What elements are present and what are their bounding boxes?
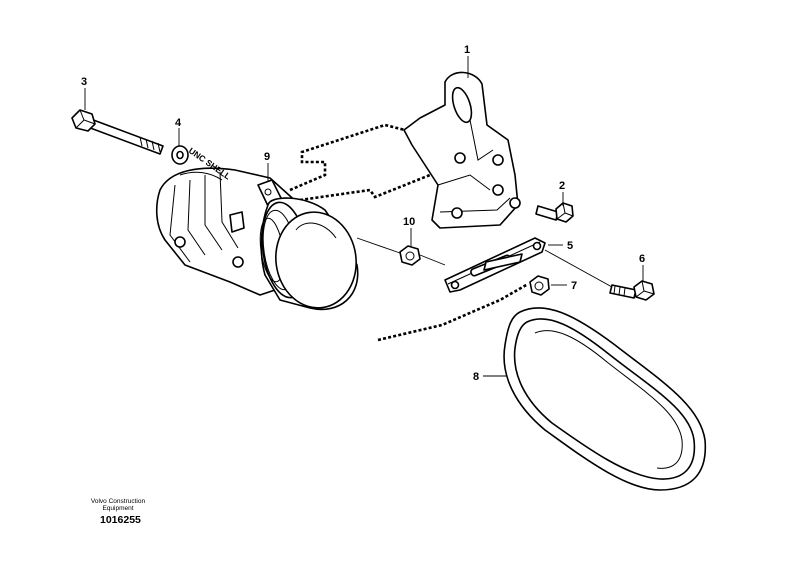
- clutch-pulley: [259, 197, 359, 311]
- callout-10: 10: [403, 216, 415, 228]
- mounting-bracket: [403, 71, 521, 229]
- callout-9: 9: [264, 151, 270, 163]
- bolt-2: [535, 202, 574, 223]
- brand-label: Volvo Construction Equipment: [78, 498, 158, 512]
- callout-6: 6: [639, 253, 645, 265]
- nut-10: [399, 245, 421, 266]
- callout-labels: 1 2 3 4 5 6 7 8 9 10: [81, 44, 645, 383]
- callout-8: 8: [473, 371, 479, 383]
- drive-belt: [503, 307, 707, 491]
- alignment-dashed-lines: [289, 123, 529, 342]
- callout-4: 4: [175, 117, 182, 129]
- leader-lines: [84, 56, 644, 377]
- long-bolt: [71, 109, 164, 155]
- callout-7: 7: [571, 280, 577, 292]
- brand-line-2: Equipment: [102, 505, 134, 512]
- callout-2: 2: [559, 180, 565, 192]
- callout-3: 3: [81, 76, 87, 88]
- callout-1: 1: [464, 44, 470, 56]
- brand-line-1: Volvo Construction: [90, 498, 146, 505]
- flange-nut-7: [529, 275, 550, 296]
- bolt-6: [609, 280, 655, 301]
- document-number: 1016255: [100, 514, 141, 526]
- callout-5: 5: [567, 240, 573, 252]
- adjusting-bracket: [444, 237, 546, 293]
